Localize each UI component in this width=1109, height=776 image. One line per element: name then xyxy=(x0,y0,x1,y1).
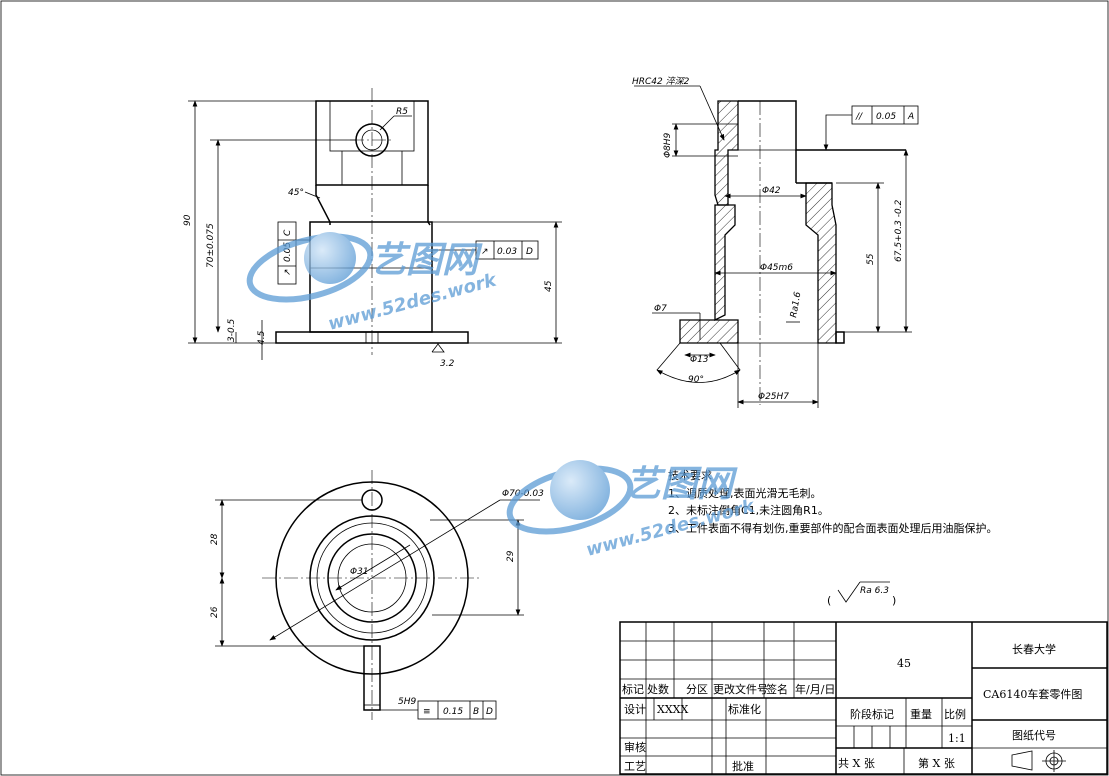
tb-date: 年/月/日 xyxy=(795,682,835,696)
svg-text:↗: ↗ xyxy=(283,268,293,276)
svg-text:C: C xyxy=(283,229,293,236)
notes-title: 技术要求 xyxy=(668,469,712,482)
roughness-1-6: Ra1.6 xyxy=(789,291,803,319)
top-view: 28 26 29 Φ70-0.03 Φ31 5H9 ≡ 0.15 B D xyxy=(210,470,544,720)
dim-90deg: 90° xyxy=(688,375,704,385)
dim-phi25h7: Φ25H7 xyxy=(758,392,789,402)
dim-r5: R5 xyxy=(396,107,408,117)
dim-phi7: Φ7 xyxy=(654,304,667,314)
tb-mark: 标记 xyxy=(622,682,644,696)
dim-45: 45 xyxy=(544,280,554,292)
dim-4-5: 4.5 xyxy=(257,330,267,345)
dim-67-5: 67.5+0.3 -0.2 xyxy=(894,199,904,262)
tb-weight: 重量 xyxy=(910,707,932,721)
svg-text:(: ( xyxy=(827,594,831,607)
dim-45deg: 45° xyxy=(288,188,304,198)
dim-70: 70±0.075 xyxy=(206,223,216,268)
svg-text:A: A xyxy=(907,112,914,122)
tb-total: 共 X 张 xyxy=(838,757,875,770)
tb-university: 长春大学 xyxy=(1012,642,1056,656)
svg-text:≡: ≡ xyxy=(423,707,431,717)
watermark-center: 艺图网 www.52des.work xyxy=(506,460,757,561)
tb-stage: 阶段标记 xyxy=(850,707,894,721)
svg-text:0.05: 0.05 xyxy=(876,112,896,122)
tb-sign: 签名 xyxy=(766,682,788,696)
tb-scale: 1:1 xyxy=(948,732,966,745)
roughness-symbol xyxy=(431,343,445,353)
dim-3: 3-0.5 xyxy=(227,318,237,342)
tolerance-frame-d: ↗ 0.03 D xyxy=(432,240,539,260)
watermark-brand-center: 艺图网 xyxy=(625,464,738,505)
dim-29: 29 xyxy=(506,550,516,562)
watermark-top: 艺图网 www.52des.work xyxy=(246,232,499,335)
left-wall-lower xyxy=(714,204,736,322)
dim-phi13: Φ13 xyxy=(690,355,709,365)
tb-standard: 标准化 xyxy=(728,702,761,716)
svg-text:0.03: 0.03 xyxy=(497,247,517,257)
dim-5h9: 5H9 xyxy=(398,697,416,707)
left-flange xyxy=(679,319,739,344)
note-1: 1、调质处理,表面光滑无毛刺。 xyxy=(668,486,822,500)
section-view: Φ42 Φ45m6 HRC42 淬深2 Φ8H9 // 0.05 A 55 67… xyxy=(632,76,919,408)
svg-text:0.15: 0.15 xyxy=(443,707,463,717)
tb-material: 45 xyxy=(897,657,911,670)
projection-symbol-icon xyxy=(1011,750,1066,772)
tb-count: 处数 xyxy=(647,683,669,696)
note-3: 3、工件表面不得有划伤,重要部件的配合面表面处理后用油脂保护。 xyxy=(668,521,998,535)
tb-design-label: 设计 xyxy=(624,703,646,716)
roughness-3-2: 3.2 xyxy=(440,359,455,369)
tb-process: 工艺 xyxy=(624,760,646,773)
svg-text:0.05: 0.05 xyxy=(283,242,293,262)
title-block: 标记 处数 分区 更改文件号 签名 年/月/日 设计 XXXX 标准化 审核 工… xyxy=(619,621,1108,775)
left-wall-upper xyxy=(714,100,739,206)
tb-change: 更改文件号 xyxy=(713,682,768,696)
dim-phi31: Φ31 xyxy=(350,567,369,577)
parallel-frame: // 0.05 A xyxy=(823,105,919,151)
dim-phi42: Φ42 xyxy=(762,186,781,196)
dim-55: 55 xyxy=(866,253,876,265)
dim-28: 28 xyxy=(210,533,220,545)
svg-text:D: D xyxy=(486,707,493,717)
dim-phi45: Φ45m6 xyxy=(760,263,793,273)
svg-text:D: D xyxy=(526,247,533,257)
dim-phi8h9: Φ8H9 xyxy=(663,132,673,158)
tb-scale-label: 比例 xyxy=(944,707,966,721)
technical-notes: 技术要求 1、调质处理,表面光滑无毛刺。 2、未标注倒角C1,未注圆角R1。 3… xyxy=(668,469,998,607)
hardening-note: HRC42 淬深2 xyxy=(632,76,690,87)
tb-drawing-code: 图纸代号 xyxy=(1012,729,1056,742)
symmetry-frame: ≡ 0.15 B D xyxy=(380,700,497,720)
tb-approve: 批准 xyxy=(732,759,754,773)
svg-text:↗: ↗ xyxy=(481,247,489,257)
dim-26: 26 xyxy=(210,606,220,618)
svg-text:): ) xyxy=(892,594,896,607)
general-roughness: Ra 6.3 xyxy=(860,586,889,596)
tb-designer: XXXX xyxy=(657,703,688,716)
front-view: 90 70±0.075 3-0.5 4.5 45 45° R5 ↗ 0.05 C xyxy=(183,88,562,369)
svg-text:B: B xyxy=(473,707,479,717)
dim-90: 90 xyxy=(183,214,193,226)
tb-drawing-name: CA6140车套零件图 xyxy=(983,687,1082,701)
note-2: 2、未标注倒角C1,未注圆角R1。 xyxy=(668,503,829,517)
svg-text://: // xyxy=(855,112,863,122)
right-wall xyxy=(805,182,837,344)
watermark-brand-top: 艺图网 xyxy=(370,240,483,281)
tb-review: 审核 xyxy=(624,740,646,754)
tb-zone: 分区 xyxy=(686,683,708,696)
tb-sheet: 第 X 张 xyxy=(918,756,955,770)
